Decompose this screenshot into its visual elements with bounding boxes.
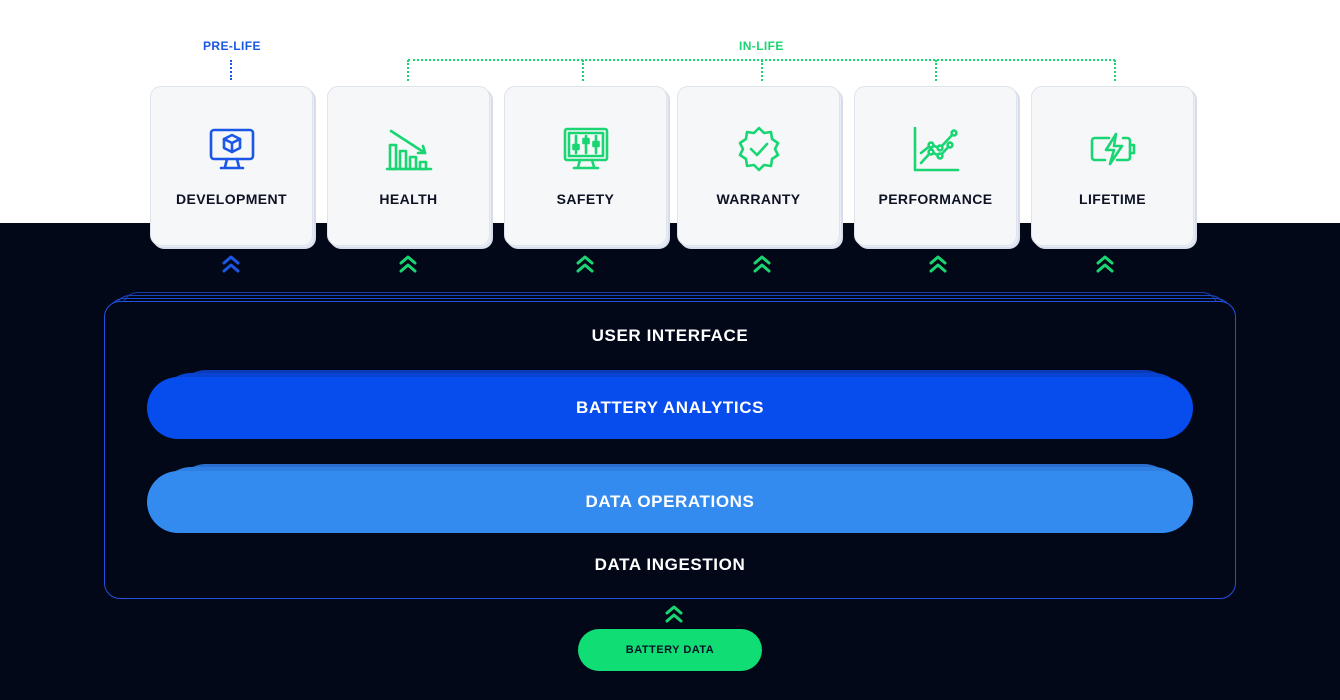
user-interface-layer: USER INTERFACE xyxy=(591,326,749,345)
card-health: HEALTH xyxy=(327,86,493,249)
double-chevron-up-icon xyxy=(576,255,594,273)
card-label: PERFORMANCE xyxy=(878,191,993,207)
declining-bar-chart-icon xyxy=(385,129,432,171)
double-chevron-up-icon xyxy=(665,605,683,623)
double-chevron-up-icon xyxy=(399,255,417,273)
in-life-connector-warranty xyxy=(761,60,763,81)
double-chevron-up-icon xyxy=(929,255,947,273)
double-chevron-up-icon xyxy=(1096,255,1114,273)
platform-container xyxy=(104,301,1236,599)
in-life-label: IN-LIFE xyxy=(739,39,784,53)
card-label: HEALTH xyxy=(379,191,438,207)
in-life-connector-health xyxy=(407,60,409,81)
in-life-connector-safety xyxy=(582,60,584,81)
card-lifetime: LIFETIME xyxy=(1031,86,1197,249)
monitor-cube-icon xyxy=(209,128,254,170)
double-chevron-up-icon xyxy=(222,255,240,273)
card-label: LIFETIME xyxy=(1079,191,1146,207)
monitor-sliders-icon xyxy=(563,127,608,170)
battery-analytics-layer: BATTERY ANALYTICS xyxy=(147,377,1193,439)
card-performance: PERFORMANCE xyxy=(854,86,1020,249)
card-safety: SAFETY xyxy=(504,86,670,249)
card-development: DEVELOPMENT xyxy=(150,86,316,249)
battery-charging-icon xyxy=(1090,132,1135,166)
line-chart-icon xyxy=(913,126,959,172)
card-label: DEVELOPMENT xyxy=(176,191,287,207)
pre-life-label: PRE-LIFE xyxy=(203,39,261,53)
data-ingestion-layer: DATA INGESTION xyxy=(594,555,746,574)
double-chevron-up-icon xyxy=(753,255,771,273)
card-label: SAFETY xyxy=(556,191,615,207)
card-label: WARRANTY xyxy=(716,191,801,207)
card-warranty: WARRANTY xyxy=(677,86,843,249)
battery-data-pill: BATTERY DATA xyxy=(578,629,762,671)
data-operations-layer: DATA OPERATIONS xyxy=(147,471,1193,533)
badge-check-icon xyxy=(738,126,779,172)
pre-life-connector xyxy=(230,60,232,80)
in-life-connector-performance xyxy=(935,60,937,81)
in-life-connector-lifetime xyxy=(1114,60,1116,81)
